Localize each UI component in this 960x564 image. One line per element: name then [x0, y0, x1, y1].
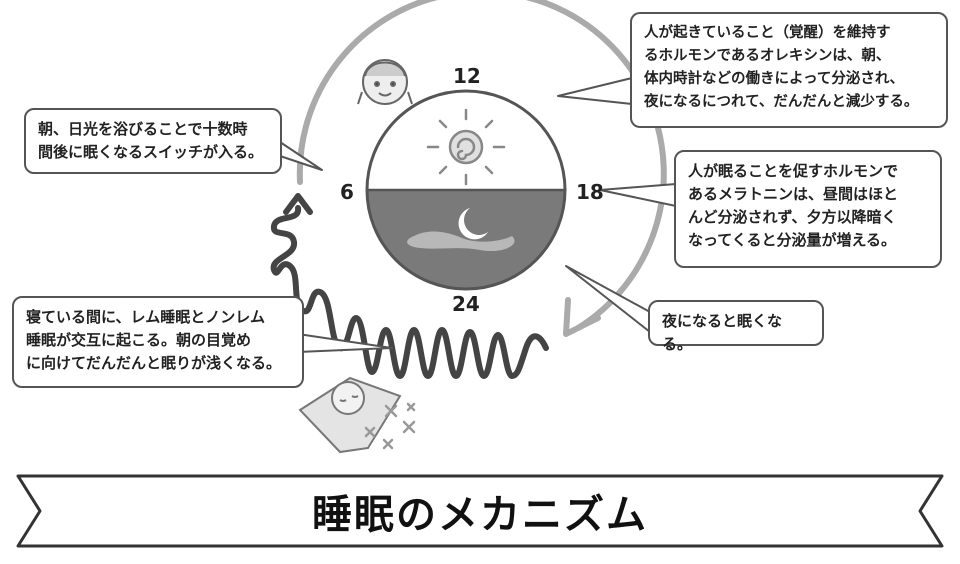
day-cycle-arc [296, 0, 667, 331]
hour-6-label: 6 [340, 180, 354, 204]
callout-rem-sleep: 寝ている間に、レム睡眠とノンレム 睡眠が交互に起こる。朝の目覚め に向けてだんだ… [12, 296, 304, 388]
hour-12-label: 12 [453, 64, 481, 88]
sleeping-person-icon [298, 376, 416, 454]
callout-morning-light: 朝、日光を浴びることで十数時 間後に眠くなるスイッチが入る。 [24, 108, 282, 174]
callout-night-sleepy: 夜になると眠くなる。 [648, 300, 824, 353]
hour-18-label: 18 [576, 180, 604, 204]
sleep-wave-line [270, 205, 549, 380]
sun-icon [426, 108, 506, 186]
sleep-wave-arrowhead [283, 193, 313, 215]
callout-melatonin: 人が眠ることを促すホルモンで あるメラトニンは、昼間はほと んど分泌されず、夕方… [674, 150, 942, 268]
clock-face [365, 89, 567, 291]
page-title: 睡眠のメカニズム [312, 492, 648, 538]
hour-24-label: 24 [452, 292, 480, 316]
day-cycle-arrowhead [563, 297, 601, 337]
title-banner [16, 474, 944, 548]
awake-person-icon [357, 59, 413, 105]
callout-orexin: 人が起きていること（覚醒）を維持す るホルモンであるオレキシンは、朝、 体内時計… [630, 12, 948, 128]
moon-icon [407, 208, 515, 252]
